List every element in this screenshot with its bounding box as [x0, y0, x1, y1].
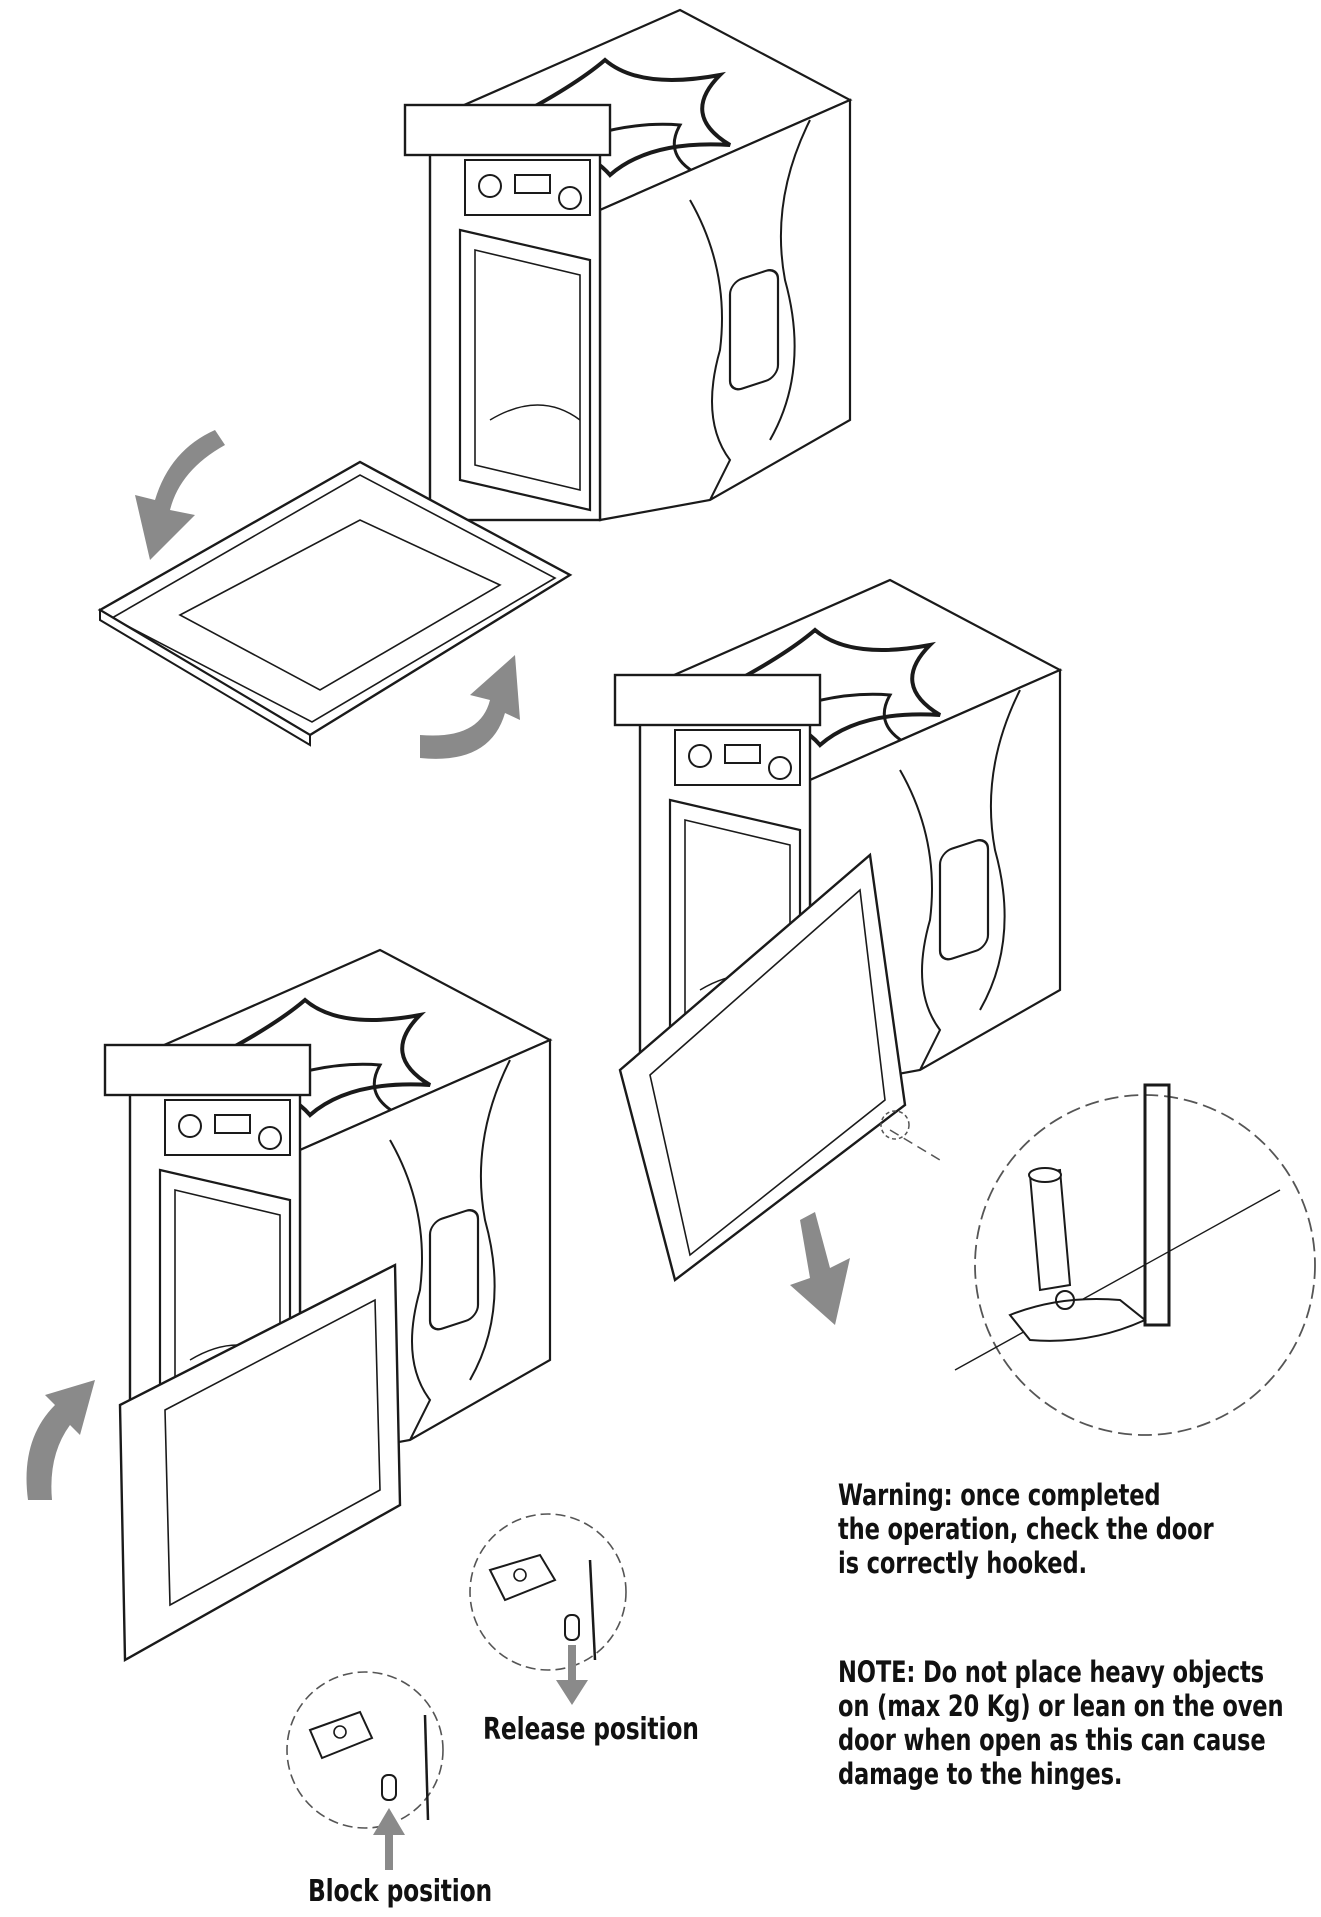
attached-door-illustration: [118, 1263, 402, 1663]
oven-top-illustration: [403, 8, 852, 522]
warning-line: the operation, check the door: [838, 1512, 1214, 1546]
note-text: NOTE: Do not place heavy objects on (max…: [838, 1655, 1284, 1791]
hinge-detail-circle: [880, 1083, 1316, 1436]
release-detail-circle: [469, 1513, 627, 1705]
rotate-arrow-bottom-left-icon: [26, 1380, 95, 1500]
warning-line: is correctly hooked.: [838, 1546, 1087, 1580]
block-detail-circle: [286, 1671, 444, 1870]
note-line: NOTE: Do not place heavy objects: [838, 1655, 1264, 1689]
note-line: damage to the hinges.: [838, 1757, 1123, 1791]
removed-door-illustration: [97, 460, 573, 747]
note-line: on (max 20 Kg) or lean on the oven: [838, 1689, 1284, 1723]
block-position-label: Block position: [308, 1874, 493, 1909]
opening-door-illustration: [618, 852, 907, 1283]
rotate-arrow-top-left-icon: [135, 430, 225, 560]
down-arrow-icon: [790, 1212, 850, 1325]
note-line: door when open as this can cause: [838, 1723, 1266, 1757]
release-position-label: Release position: [483, 1712, 699, 1747]
warning-text: Warning: once completed the operation, c…: [838, 1478, 1214, 1580]
rotate-arrow-mid-icon: [420, 655, 520, 759]
warning-line: Warning: once completed: [838, 1478, 1161, 1512]
